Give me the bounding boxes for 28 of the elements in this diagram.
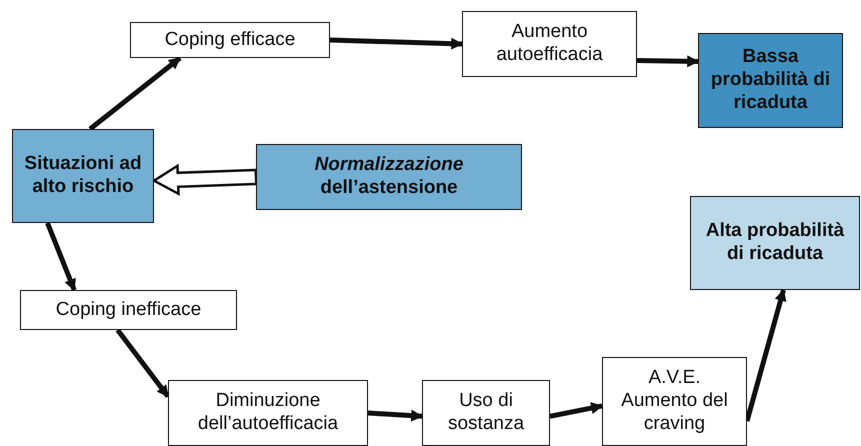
hollow-arrow — [152, 164, 258, 196]
arrow — [45, 222, 77, 292]
box-label: A.V.E. Aumento del craving — [620, 367, 729, 436]
process-box — [462, 11, 637, 77]
box-label: Bassa probabilità di ricaduta — [710, 46, 832, 115]
box-label: Aumento autoefficacia — [495, 21, 604, 67]
process-box — [422, 380, 550, 446]
box-label: Diminuzione dell’autoefficacia — [196, 390, 340, 436]
arrow — [636, 55, 700, 68]
arrow — [116, 328, 170, 398]
process-box — [602, 357, 747, 446]
arrow — [368, 410, 424, 422]
highlighted-box — [12, 129, 154, 223]
highlighted-box — [256, 144, 522, 210]
box-label: Normalizzazione dell’astensione — [314, 154, 464, 200]
process-box — [20, 290, 237, 330]
process-box — [168, 380, 368, 446]
process-box — [130, 22, 330, 58]
box-label: Coping efficace — [164, 28, 296, 52]
box-label: Coping inefficace — [56, 298, 202, 322]
box-label: Alta probabilità di ricaduta — [704, 220, 846, 266]
box-label: Situazioni ad alto rischio — [23, 153, 143, 199]
highlighted-box — [690, 196, 860, 290]
highlighted-box — [698, 33, 843, 128]
arrow — [88, 56, 182, 131]
arrow — [550, 402, 604, 419]
box-label: Uso di sostanza — [446, 390, 526, 436]
arrow — [330, 38, 464, 50]
